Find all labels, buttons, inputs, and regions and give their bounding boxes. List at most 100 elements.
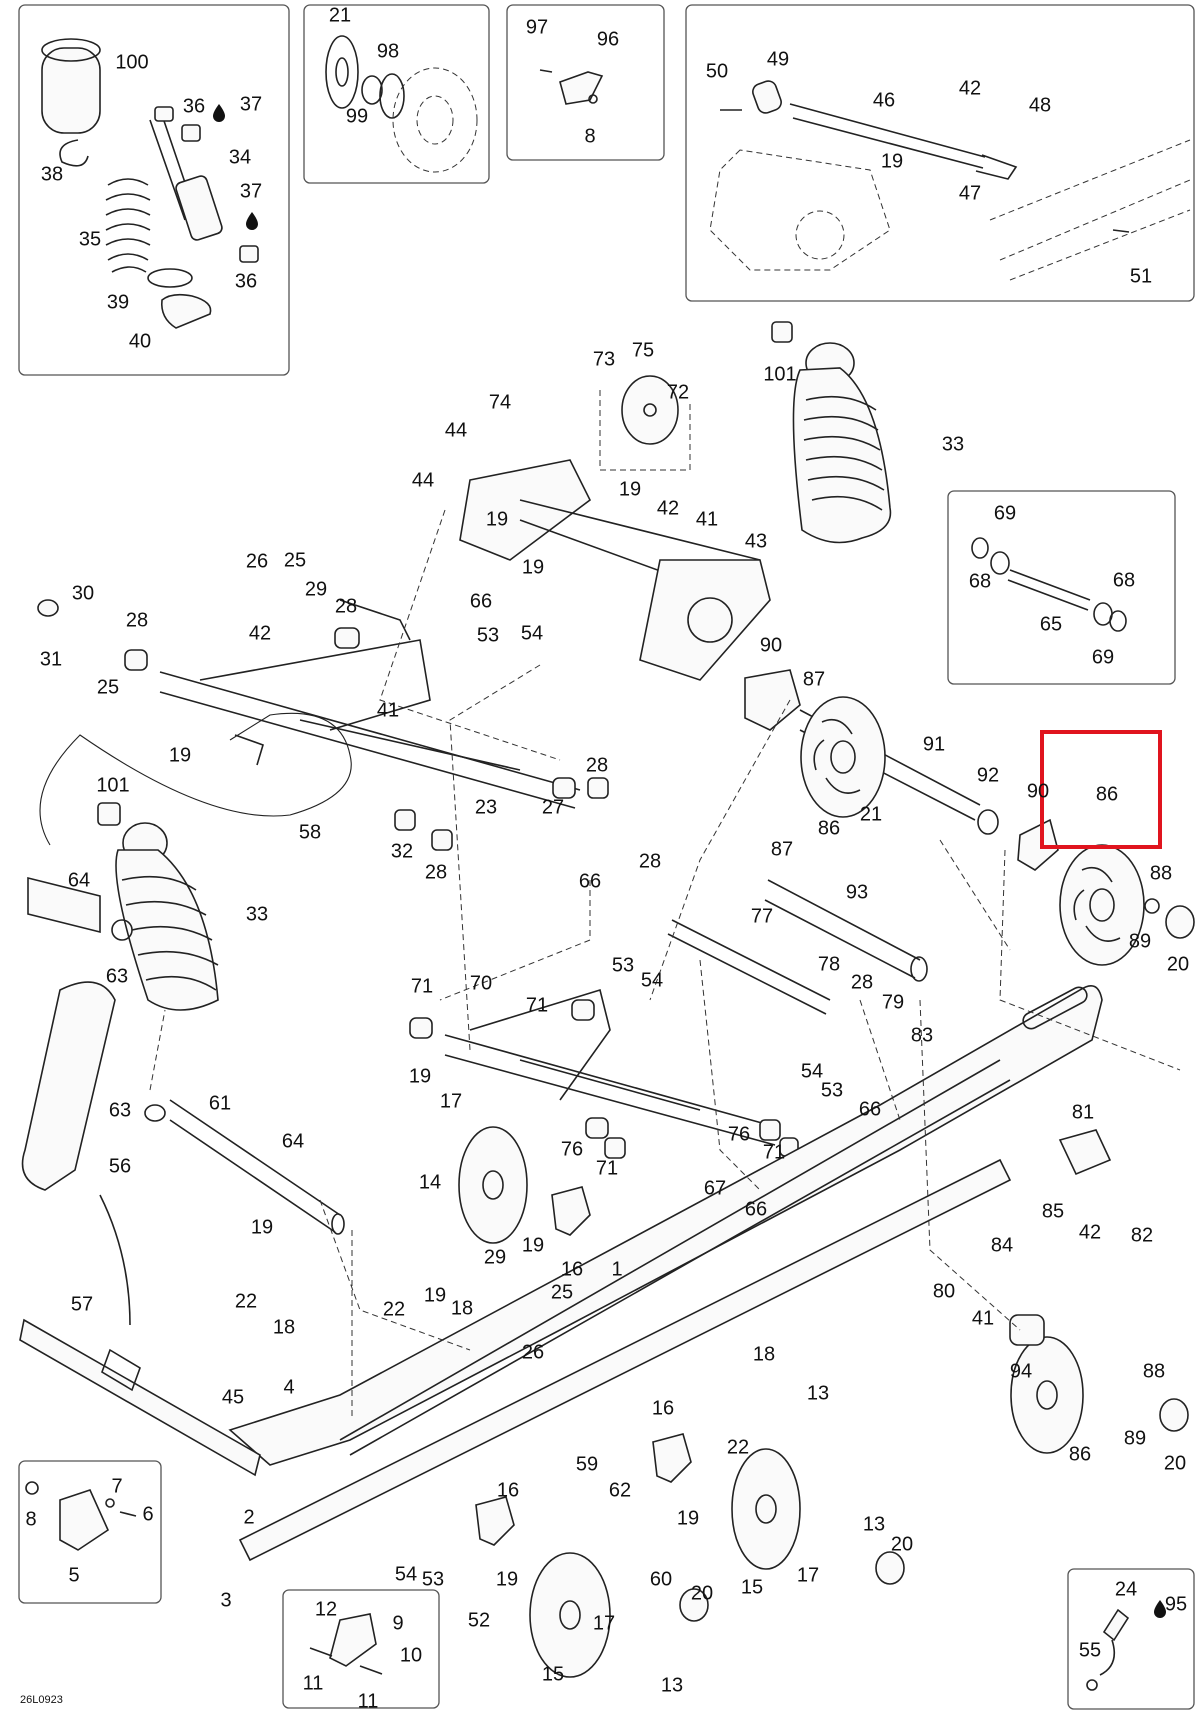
part-callout-41: 41 [696,508,718,530]
shaft-65-assembly [971,537,1127,632]
part-callout-93: 93 [846,881,868,903]
slider-9 [309,1613,383,1675]
part-callout-11: 11 [303,1672,324,1694]
part-callout-83: 83 [911,1024,933,1046]
part-callout-64: 64 [68,869,90,891]
inset-grease-fitting [1067,1568,1195,1710]
part-callout-22: 22 [235,1290,257,1312]
part-callout-99: 99 [346,105,368,127]
part-callout-19: 19 [486,508,508,530]
part-callout-71: 71 [763,1141,785,1163]
part-callout-71: 71 [596,1157,618,1179]
part-callout-25: 25 [284,549,306,571]
highlight-box [1040,730,1162,849]
part-callout-79: 79 [882,991,904,1013]
part-callout-18: 18 [273,1316,295,1338]
part-callout-20: 20 [691,1582,713,1604]
cross-shaft-45 [19,1194,261,1477]
part-callout-35: 35 [79,228,101,250]
part-callout-20: 20 [1164,1452,1186,1474]
part-callout-17: 17 [440,1090,462,1112]
part-callout-58: 58 [299,821,321,843]
part-callout-74: 74 [489,391,511,413]
part-callout-19: 19 [677,1507,699,1529]
inset-bracket [506,4,665,161]
oil-drop-icon [246,212,258,230]
part-callout-51: 51 [1130,265,1152,287]
inset-rear-linkage [685,4,1195,302]
part-callout-87: 87 [771,838,793,860]
part-callout-46: 46 [873,89,895,111]
shock-components [41,38,259,329]
part-callout-82: 82 [1131,1224,1153,1246]
part-callout-5: 5 [68,1564,79,1586]
inset-wheel-bearing [303,4,490,184]
part-callout-101: 101 [96,774,129,796]
part-callout-43: 43 [745,530,767,552]
part-callout-27: 27 [542,796,564,818]
guide-lines [39,390,1181,1420]
part-callout-22: 22 [727,1436,749,1458]
part-callout-7: 7 [111,1475,122,1497]
part-callout-88: 88 [1150,862,1172,884]
rear-shock-33 [771,321,892,544]
part-callout-94: 94 [1010,1360,1032,1382]
part-callout-30: 30 [72,582,94,604]
part-callout-14: 14 [419,1171,441,1193]
part-callout-19: 19 [619,478,641,500]
part-callout-22: 22 [383,1298,405,1320]
part-callout-61: 61 [209,1092,231,1114]
bracket-96 [539,69,604,105]
part-callout-15: 15 [741,1576,763,1598]
part-callout-16: 16 [497,1479,519,1501]
part-callout-69: 69 [994,502,1016,524]
part-callout-44: 44 [445,419,467,441]
part-callout-42: 42 [1079,1221,1101,1243]
part-callout-33: 33 [942,433,964,455]
part-callout-4: 4 [283,1376,294,1398]
grease-fitting-24 [1086,1600,1166,1691]
part-callout-23: 23 [475,796,497,818]
part-callout-36: 36 [183,95,205,117]
front-arm-23 [37,599,609,851]
part-callout-19: 19 [409,1065,431,1087]
inset-slider-bracket [282,1589,440,1709]
part-callout-50: 50 [706,60,728,82]
part-callout-84: 84 [991,1234,1013,1256]
part-callout-88: 88 [1143,1360,1165,1382]
part-callout-71: 71 [411,975,433,997]
rear-linkage-inset [709,80,1191,281]
front-arm-mount [459,375,771,681]
part-callout-66: 66 [859,1098,881,1120]
part-callout-32: 32 [391,840,413,862]
part-callout-97: 97 [526,16,548,38]
part-callout-85: 85 [1042,1200,1064,1222]
part-callout-63: 63 [106,965,128,987]
part-callout-8: 8 [25,1508,36,1530]
part-callout-59: 59 [576,1453,598,1475]
rear-arm-70 [409,988,799,1159]
part-callout-64: 64 [282,1130,304,1152]
part-callout-3: 3 [220,1589,231,1611]
part-callout-17: 17 [797,1564,819,1586]
part-callout-9: 9 [392,1612,403,1634]
part-callout-25: 25 [551,1281,573,1303]
part-callout-6: 6 [142,1503,153,1525]
part-callout-96: 96 [597,28,619,50]
part-callout-45: 45 [222,1386,244,1408]
part-callout-19: 19 [251,1216,273,1238]
part-callout-54: 54 [521,622,543,644]
part-callout-11: 11 [358,1690,379,1711]
part-callout-47: 47 [959,182,981,204]
part-callout-26: 26 [522,1341,544,1363]
part-callout-25: 25 [97,676,119,698]
part-callout-53: 53 [422,1568,444,1590]
part-callout-90: 90 [760,634,782,656]
part-callout-19: 19 [169,744,191,766]
part-callout-12: 12 [315,1598,337,1620]
part-callout-16: 16 [652,1397,674,1419]
part-callout-56: 56 [109,1155,131,1177]
part-callout-81: 81 [1072,1101,1094,1123]
